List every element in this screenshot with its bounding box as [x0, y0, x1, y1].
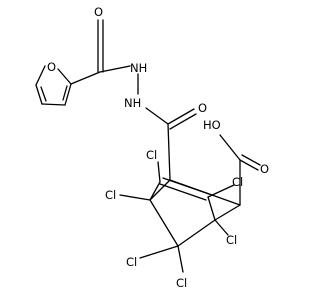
bond-furan-5 [57, 68, 72, 85]
atom-amide1-o: O [94, 5, 103, 19]
atom-furan-o: O [47, 60, 56, 74]
atom-nh2: NH [124, 96, 141, 110]
atom-cl-top: Cl [146, 148, 157, 162]
bond-cl-bl1 [139, 245, 179, 259]
bond-furan-2 [35, 84, 43, 105]
atom-cl-left: Cl [105, 188, 116, 202]
atom-acid-o: O [260, 162, 269, 176]
bond-furan-carbonyl [70, 71, 101, 85]
furan-ring [35, 65, 72, 106]
norbornene-core [149, 177, 241, 247]
bond-alkene-a [159, 183, 207, 201]
bond-furan-double-1 [40, 86, 47, 102]
bond-furan-3 [41, 103, 66, 106]
bond-cl-top [157, 161, 161, 183]
atom-nh1: NH [130, 61, 147, 75]
atom-acid-oh: HO [203, 118, 221, 132]
bond-furan-1 [35, 65, 46, 86]
atom-cl-right: Cl [232, 175, 243, 189]
bond-cooh-o-a [239, 159, 259, 171]
bond-alk-bh2 [207, 196, 216, 221]
bond-cooh-oh [219, 134, 241, 161]
bond-carbonyl1-nh [99, 65, 131, 73]
atom-cl-bl2: Cl [176, 276, 187, 290]
bond-alkene-b [162, 177, 210, 195]
bond-cl-right [207, 184, 235, 198]
bond-bh1-c7 [149, 199, 179, 247]
bond-bh1-alk [149, 181, 161, 201]
atom-cl-bl1: Cl [126, 255, 137, 269]
bond-c3-bh2 [214, 204, 241, 221]
structure-canvas: O O NH NH O HO O Cl Cl Cl Cl Cl Cl [35, 5, 269, 290]
bond-c7-bh2 [177, 219, 216, 247]
bond-nh2-carbonyl2 [145, 107, 169, 125]
bond-cooh-o-b [241, 154, 261, 166]
molecule-drawing: O O NH NH O HO O Cl Cl Cl Cl Cl Cl [35, 5, 269, 290]
bond-carbonyl2-o-a [167, 108, 195, 125]
bond-carbonyl2-o-b [169, 113, 197, 130]
bond-cl-bl2 [177, 245, 184, 273]
atom-amide2-o: O [198, 101, 207, 115]
bond-c2-bh1 [149, 179, 171, 201]
atom-cl-rb: Cl [226, 233, 237, 247]
bond-cl-rb [214, 219, 229, 236]
bond-carbonyl2-ring [167, 123, 171, 181]
bond-furan-double-2 [62, 85, 68, 101]
bond-furan-4 [64, 83, 72, 106]
bond-cl-left [119, 194, 151, 201]
